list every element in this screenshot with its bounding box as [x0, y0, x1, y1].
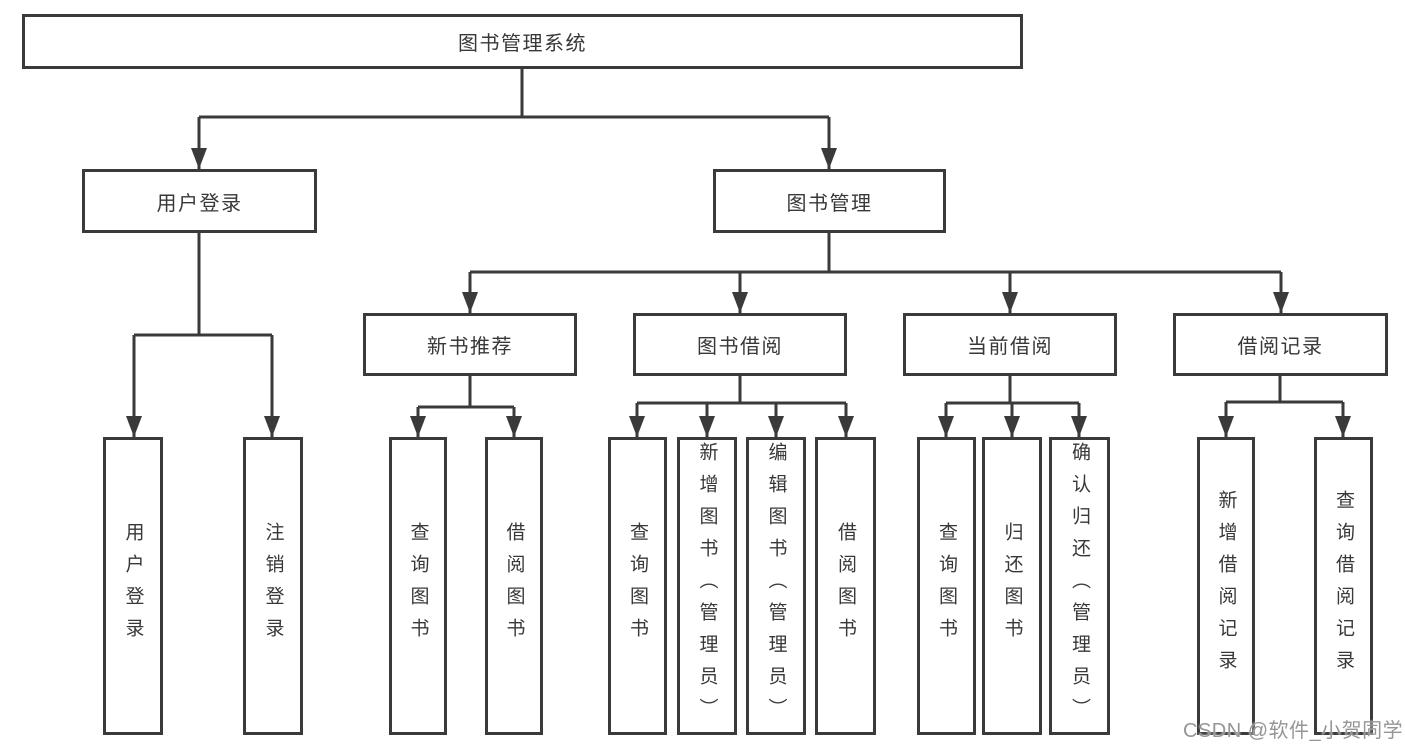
- node-leaf-logout: 注销登录: [243, 437, 303, 735]
- node-current-borrow: 当前借阅: [903, 313, 1117, 376]
- node-leaf-query-books-1: 查询图书: [389, 437, 447, 735]
- arrow-down-icon: [768, 416, 784, 437]
- arrow-down-icon: [1218, 416, 1234, 437]
- node-borrow-records: 借阅记录: [1173, 313, 1388, 376]
- node-new-book-recommend: 新书推荐: [363, 313, 577, 376]
- connector-book-borrow-children: [629, 376, 854, 437]
- node-book-mgmt: 图书管理: [713, 169, 946, 233]
- node-leaf-confirm-return-admin: 确认归还（管理员）: [1049, 437, 1110, 735]
- node-root: 图书管理系统: [22, 14, 1023, 69]
- connector-root-to-level2: [191, 69, 837, 169]
- node-current-borrow-label: 当前借阅: [967, 336, 1053, 358]
- arrow-down-icon: [126, 416, 142, 437]
- node-borrow-records-label: 借阅记录: [1237, 336, 1324, 358]
- node-leaf-borrow-books-2: 借阅图书: [815, 437, 876, 735]
- node-leaf-edit-book-admin: 编辑图书（管理员）: [746, 437, 806, 735]
- node-leaf-add-borrow-record: 新增借阅记录: [1197, 437, 1255, 735]
- arrow-down-icon: [1002, 292, 1018, 313]
- arrow-down-icon: [410, 416, 426, 437]
- arrow-down-icon: [1335, 416, 1351, 437]
- arrow-down-icon: [191, 148, 207, 169]
- connector-user-login-children: [126, 233, 280, 437]
- arrow-down-icon: [506, 416, 522, 437]
- node-book-mgmt-label: 图书管理: [786, 192, 873, 215]
- arrow-down-icon: [462, 292, 478, 313]
- arrow-down-icon: [821, 148, 837, 169]
- connector-new-book-children: [410, 376, 522, 437]
- node-root-label: 图书管理系统: [458, 33, 587, 55]
- arrow-down-icon: [1071, 416, 1087, 437]
- node-leaf-query-books-3: 查询图书: [917, 437, 976, 735]
- node-book-borrow-label: 图书借阅: [697, 336, 783, 358]
- arrow-down-icon: [732, 292, 748, 313]
- node-leaf-query-books-2: 查询图书: [608, 437, 667, 735]
- node-leaf-add-book-admin: 新增图书（管理员）: [677, 437, 737, 735]
- arrow-down-icon: [938, 416, 954, 437]
- connector-borrow-records-children: [1218, 376, 1351, 437]
- node-leaf-return-books: 归还图书: [982, 437, 1042, 735]
- arrow-down-icon: [1004, 416, 1020, 437]
- node-user-login: 用户登录: [82, 169, 317, 233]
- watermark: CSDN @软件_小贺同学: [1183, 720, 1404, 742]
- arrow-down-icon: [264, 416, 280, 437]
- connector-book-mgmt-children: [462, 233, 1289, 313]
- node-user-login-label: 用户登录: [156, 192, 243, 215]
- connector-current-borrow-children: [938, 376, 1087, 437]
- node-leaf-borrow-books-1: 借阅图书: [485, 437, 543, 735]
- arrow-down-icon: [699, 416, 715, 437]
- arrow-down-icon: [1273, 292, 1289, 313]
- arrow-down-icon: [838, 416, 854, 437]
- node-leaf-user-login: 用户登录: [103, 437, 163, 735]
- node-book-borrow: 图书借阅: [633, 313, 847, 376]
- node-new-book-recommend-label: 新书推荐: [427, 336, 513, 358]
- node-leaf-query-borrow-record: 查询借阅记录: [1314, 437, 1373, 735]
- arrow-down-icon: [629, 416, 645, 437]
